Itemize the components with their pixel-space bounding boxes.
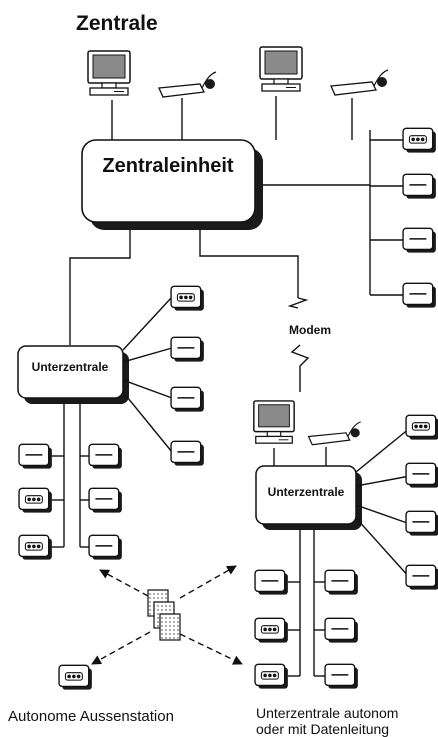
floppy-disks-icon — [147, 589, 181, 641]
field-device-icon — [58, 664, 93, 691]
keyboard-icon — [158, 71, 217, 98]
field-device-icon — [324, 617, 359, 644]
monitor-icon — [253, 400, 295, 444]
field-device-icon — [402, 227, 437, 254]
caption-substation-line1: Unterzentrale autonom — [256, 705, 398, 721]
keyboard-icon — [330, 69, 389, 96]
caption-autonomous-station: Autonome Aussenstation — [8, 708, 174, 725]
field-device-icon — [170, 386, 205, 413]
monitor-icon — [87, 50, 131, 96]
field-device-icon — [88, 487, 123, 514]
keyboard-icon — [307, 421, 362, 446]
field-device-icon — [402, 282, 437, 309]
modem-label: Modem — [289, 323, 331, 337]
central-unit-box — [81, 139, 256, 223]
field-device-icon — [405, 462, 438, 489]
field-device-icon — [254, 569, 289, 596]
substation-left-box — [17, 345, 124, 399]
field-device-icon — [405, 510, 438, 537]
field-device-icon — [18, 534, 53, 561]
substation-left-label: Unterzentrale — [32, 360, 109, 374]
field-device-icon — [405, 564, 438, 591]
monitor-icon — [259, 46, 303, 92]
field-device-icon — [254, 617, 289, 644]
field-device-icon — [402, 173, 437, 200]
central-unit-label: Zentraleinheit — [102, 155, 233, 177]
field-device-icon — [324, 663, 359, 690]
field-device-icon — [405, 414, 438, 441]
field-device-icon — [88, 534, 123, 561]
caption-substation-line2: oder mit Datenleitung — [256, 721, 389, 737]
field-device-icon — [170, 440, 205, 467]
field-device-icon — [170, 285, 205, 312]
field-device-icon — [18, 487, 53, 514]
substation-right-label: Unterzentrale — [268, 485, 345, 499]
field-device-icon — [170, 336, 205, 363]
field-device-icon — [18, 443, 53, 470]
field-device-icon — [402, 127, 437, 154]
field-device-icon — [254, 663, 289, 690]
page-title: Zentrale — [76, 12, 158, 35]
substation-right-box — [255, 465, 357, 525]
field-device-icon — [88, 443, 123, 470]
field-device-icon — [324, 569, 359, 596]
